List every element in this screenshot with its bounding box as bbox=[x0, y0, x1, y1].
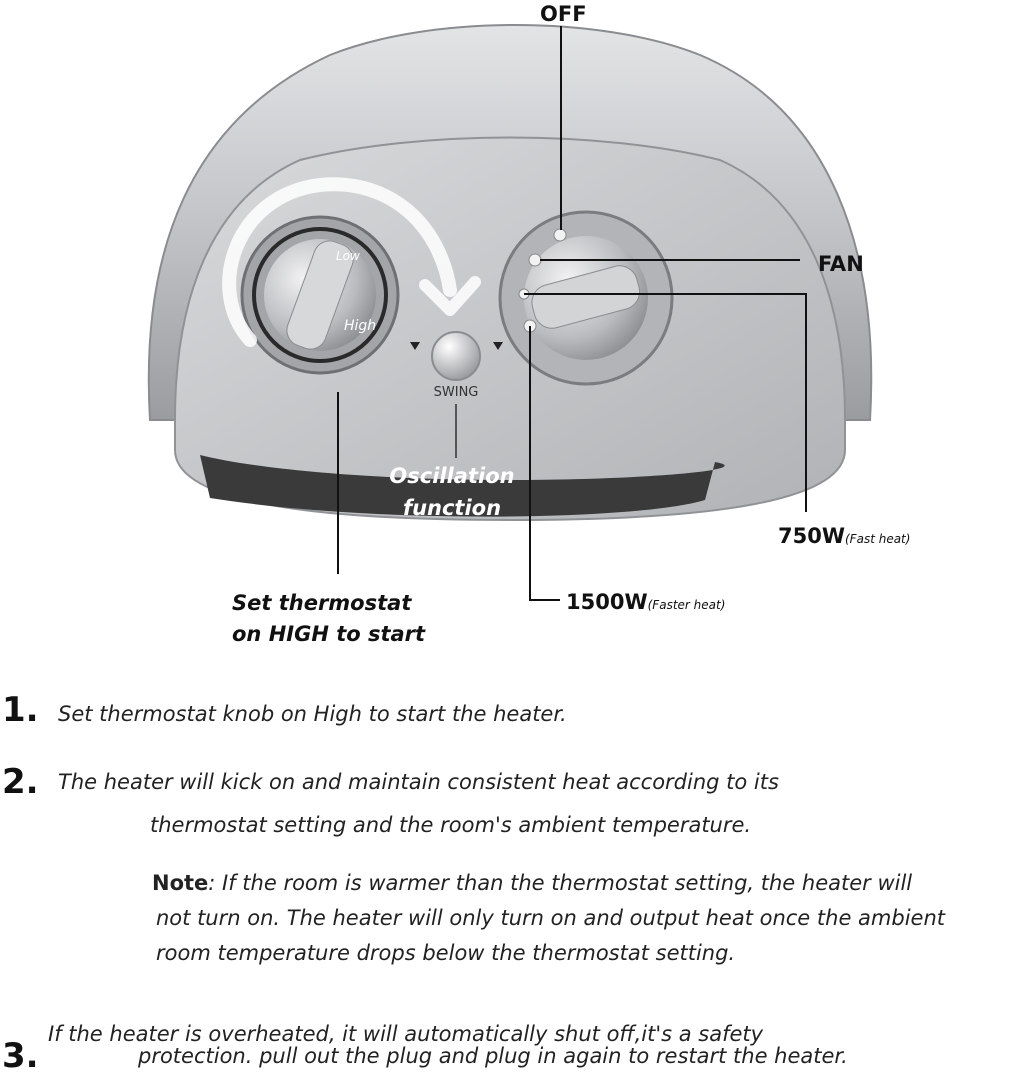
note-line-1-text: : If the room is warmer than the thermos… bbox=[208, 871, 913, 895]
rotation-arrow-icon bbox=[222, 177, 457, 347]
heater-illustration: Low High SWING Oscillation function bbox=[147, 24, 873, 601]
step-1-text: Set thermostat knob on High to start the… bbox=[58, 702, 567, 726]
oscillation-label-2: function bbox=[403, 496, 501, 520]
oscillation-label-1: Oscillation bbox=[389, 464, 514, 488]
note-line-3: room temperature drops below the thermos… bbox=[156, 941, 736, 965]
w750-label: 750W bbox=[778, 524, 845, 548]
off-label: OFF bbox=[540, 2, 587, 26]
leader-lines bbox=[337, 26, 807, 601]
thermostat-high-label: High bbox=[344, 318, 376, 334]
w1500-label: 1500W bbox=[566, 590, 648, 614]
thermostat-low-label: Low bbox=[336, 249, 360, 263]
step-3-text-line-1: If the heater is overheated, it will aut… bbox=[48, 1022, 764, 1046]
fan-label: FAN bbox=[818, 252, 864, 276]
thermostat-callout: Set thermostat on HIGH to start bbox=[232, 588, 425, 650]
step-1-number: 1. bbox=[2, 690, 39, 730]
step-3-text-line-2: protection. pull out the plug and plug i… bbox=[138, 1044, 848, 1068]
swing-button bbox=[410, 331, 503, 381]
step-2-number: 2. bbox=[2, 762, 39, 802]
note-line-2: not turn on. The heater will only turn o… bbox=[156, 906, 945, 930]
thermostat-knob bbox=[240, 215, 400, 375]
thermostat-line-1: Set thermostat bbox=[232, 591, 412, 615]
w750-callout: 750W(Fast heat) bbox=[778, 524, 910, 548]
swing-label: SWING bbox=[434, 385, 479, 400]
note-line-1: Note: If the room is warmer than the the… bbox=[152, 866, 1024, 901]
w1500-callout: 1500W(Faster heat) bbox=[566, 590, 725, 614]
step-2-text-line-1: The heater will kick on and maintain con… bbox=[58, 770, 779, 794]
w750-sub: (Fast heat) bbox=[845, 532, 911, 546]
note-label: Note bbox=[152, 871, 209, 895]
w1500-sub: (Faster heat) bbox=[647, 598, 726, 612]
mode-knob bbox=[498, 210, 674, 386]
note-block: Note: If the room is warmer than the the… bbox=[152, 866, 1024, 971]
step-2-text-line-2: thermostat setting and the room's ambien… bbox=[150, 813, 752, 837]
step-3-number: 3. bbox=[2, 1036, 39, 1076]
thermostat-line-2: on HIGH to start bbox=[232, 622, 426, 646]
heater-grille bbox=[200, 455, 725, 517]
